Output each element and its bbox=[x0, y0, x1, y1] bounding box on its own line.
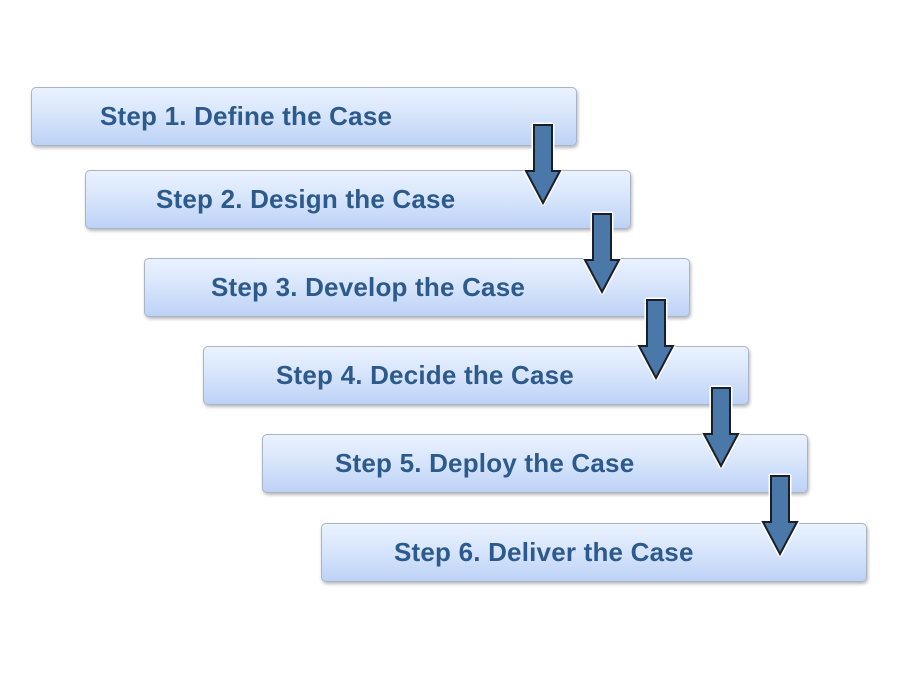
down-arrow-icon bbox=[582, 211, 622, 295]
step-label-6: Step 6. Deliver the Case bbox=[394, 537, 694, 567]
step-label-4: Step 4. Decide the Case bbox=[276, 360, 574, 390]
step-label-2: Step 2. Design the Case bbox=[156, 184, 456, 214]
step-label-3: Step 3. Develop the Case bbox=[211, 272, 526, 302]
down-arrow-icon bbox=[636, 297, 676, 381]
down-arrow-icon bbox=[760, 473, 800, 557]
step-label-5: Step 5. Deploy the Case bbox=[335, 448, 635, 478]
step-label-1: Step 1. Define the Case bbox=[100, 101, 393, 131]
down-arrow-icon bbox=[523, 122, 563, 206]
down-arrow-icon bbox=[701, 385, 741, 469]
step-box-1: Step 1. Define the Case bbox=[31, 87, 577, 146]
